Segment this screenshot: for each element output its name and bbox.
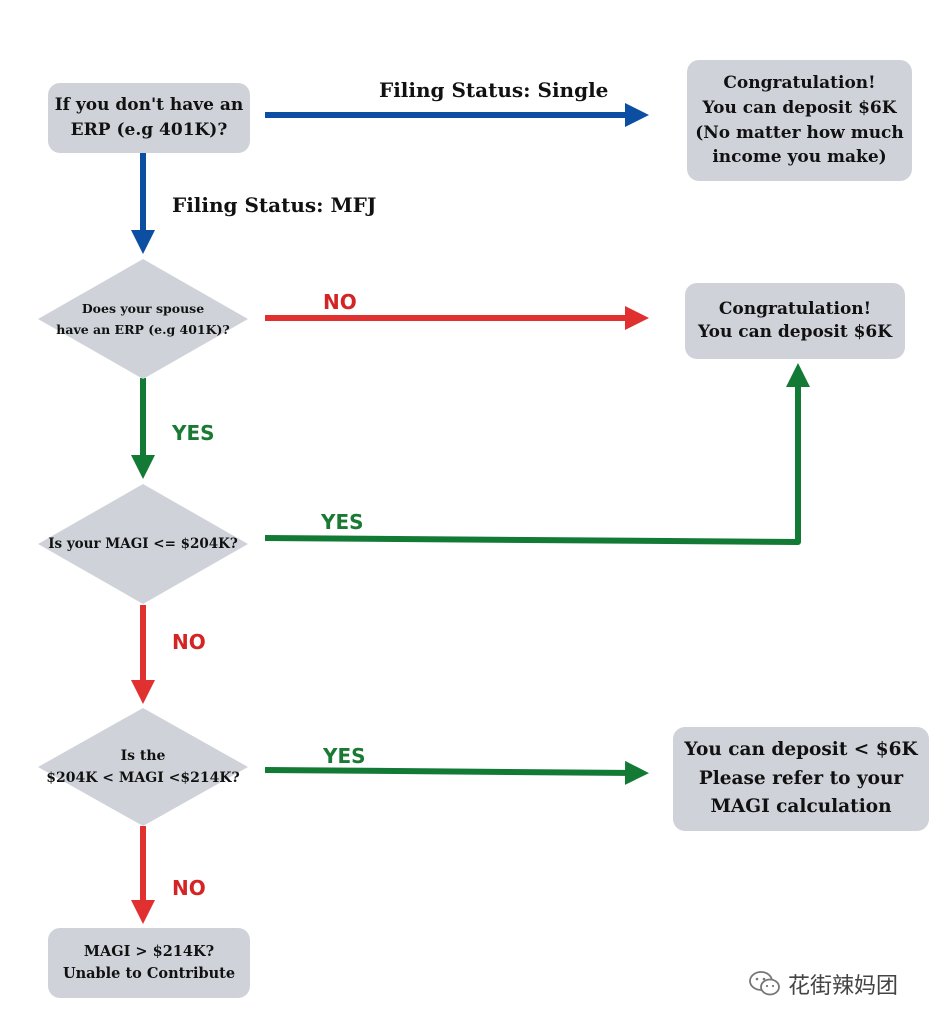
result-partial-node: You can deposit < $6K Please refer to yo…	[673, 727, 929, 831]
result-single-line-1: Congratulation!	[723, 73, 876, 94]
range-question-node: Is the $204K < MAGI <$214K?	[38, 708, 248, 826]
edge-label-magi-yes: YES	[321, 510, 364, 534]
magi-question-node: Is your MAGI <= $204K?	[38, 484, 248, 604]
start-node-line-2: ERP (e.g 401K)?	[70, 120, 228, 140]
result-single-line-4: income you make)	[712, 147, 887, 168]
result-partial-line-2: Please refer to your	[698, 767, 904, 789]
result-none-node: MAGI > $214K? Unable to Contribute	[48, 928, 250, 998]
edge-label-mfj: Filing Status: MFJ	[172, 193, 377, 217]
magi-diamond-shape	[38, 484, 248, 604]
spouse-question-node: Does your spouse have an ERP (e.g 401K)?	[38, 259, 248, 379]
edge-label-range-no: NO	[172, 876, 206, 900]
range-question-line-1: Is the	[120, 747, 166, 764]
spouse-question-line-1: Does your spouse	[81, 300, 205, 316]
range-diamond-shape	[38, 708, 248, 826]
result-full-line-1: Congratulation!	[718, 299, 872, 320]
result-full-line-2: You can deposit $6K	[697, 322, 893, 342]
result-single-line-3: (No matter how much	[695, 122, 904, 143]
spouse-diamond-shape	[38, 259, 248, 379]
spouse-question-line-2: have an ERP (e.g 401K)?	[56, 322, 230, 337]
result-none-line-1: MAGI > $214K?	[83, 942, 215, 960]
watermark-text: 花街辣妈团	[788, 974, 899, 999]
edge-label-single: Filing Status: Single	[379, 78, 609, 102]
start-node-line-1: If you don't have an	[54, 95, 244, 116]
start-node: If you don't have an ERP (e.g 401K)?	[48, 83, 250, 153]
result-partial-line-3: MAGI calculation	[710, 796, 892, 818]
edge-label-spouse-no: NO	[323, 290, 357, 314]
edge-label-spouse-yes: YES	[172, 421, 215, 445]
result-none-line-2: Unable to Contribute	[62, 965, 236, 982]
result-single-node: Congratulation! You can deposit $6K (No …	[687, 60, 912, 181]
arrow-magi-yes	[264, 363, 810, 545]
edge-label-magi-no: NO	[172, 630, 206, 654]
watermark: 花街辣妈团	[748, 968, 898, 1000]
result-full-node: Congratulation! You can deposit $6K	[685, 283, 905, 359]
result-partial-line-1: You can deposit < $6K	[684, 738, 918, 760]
arrow-range-yes	[264, 760, 649, 785]
result-single-line-2: You can deposit $6K	[702, 97, 897, 118]
wechat-icon	[749, 971, 780, 996]
range-question-line-2: $204K < MAGI <$214K?	[46, 770, 240, 786]
edge-label-range-yes: YES	[323, 744, 366, 768]
magi-question-line-1: Is your MAGI <= $204K?	[48, 536, 238, 552]
